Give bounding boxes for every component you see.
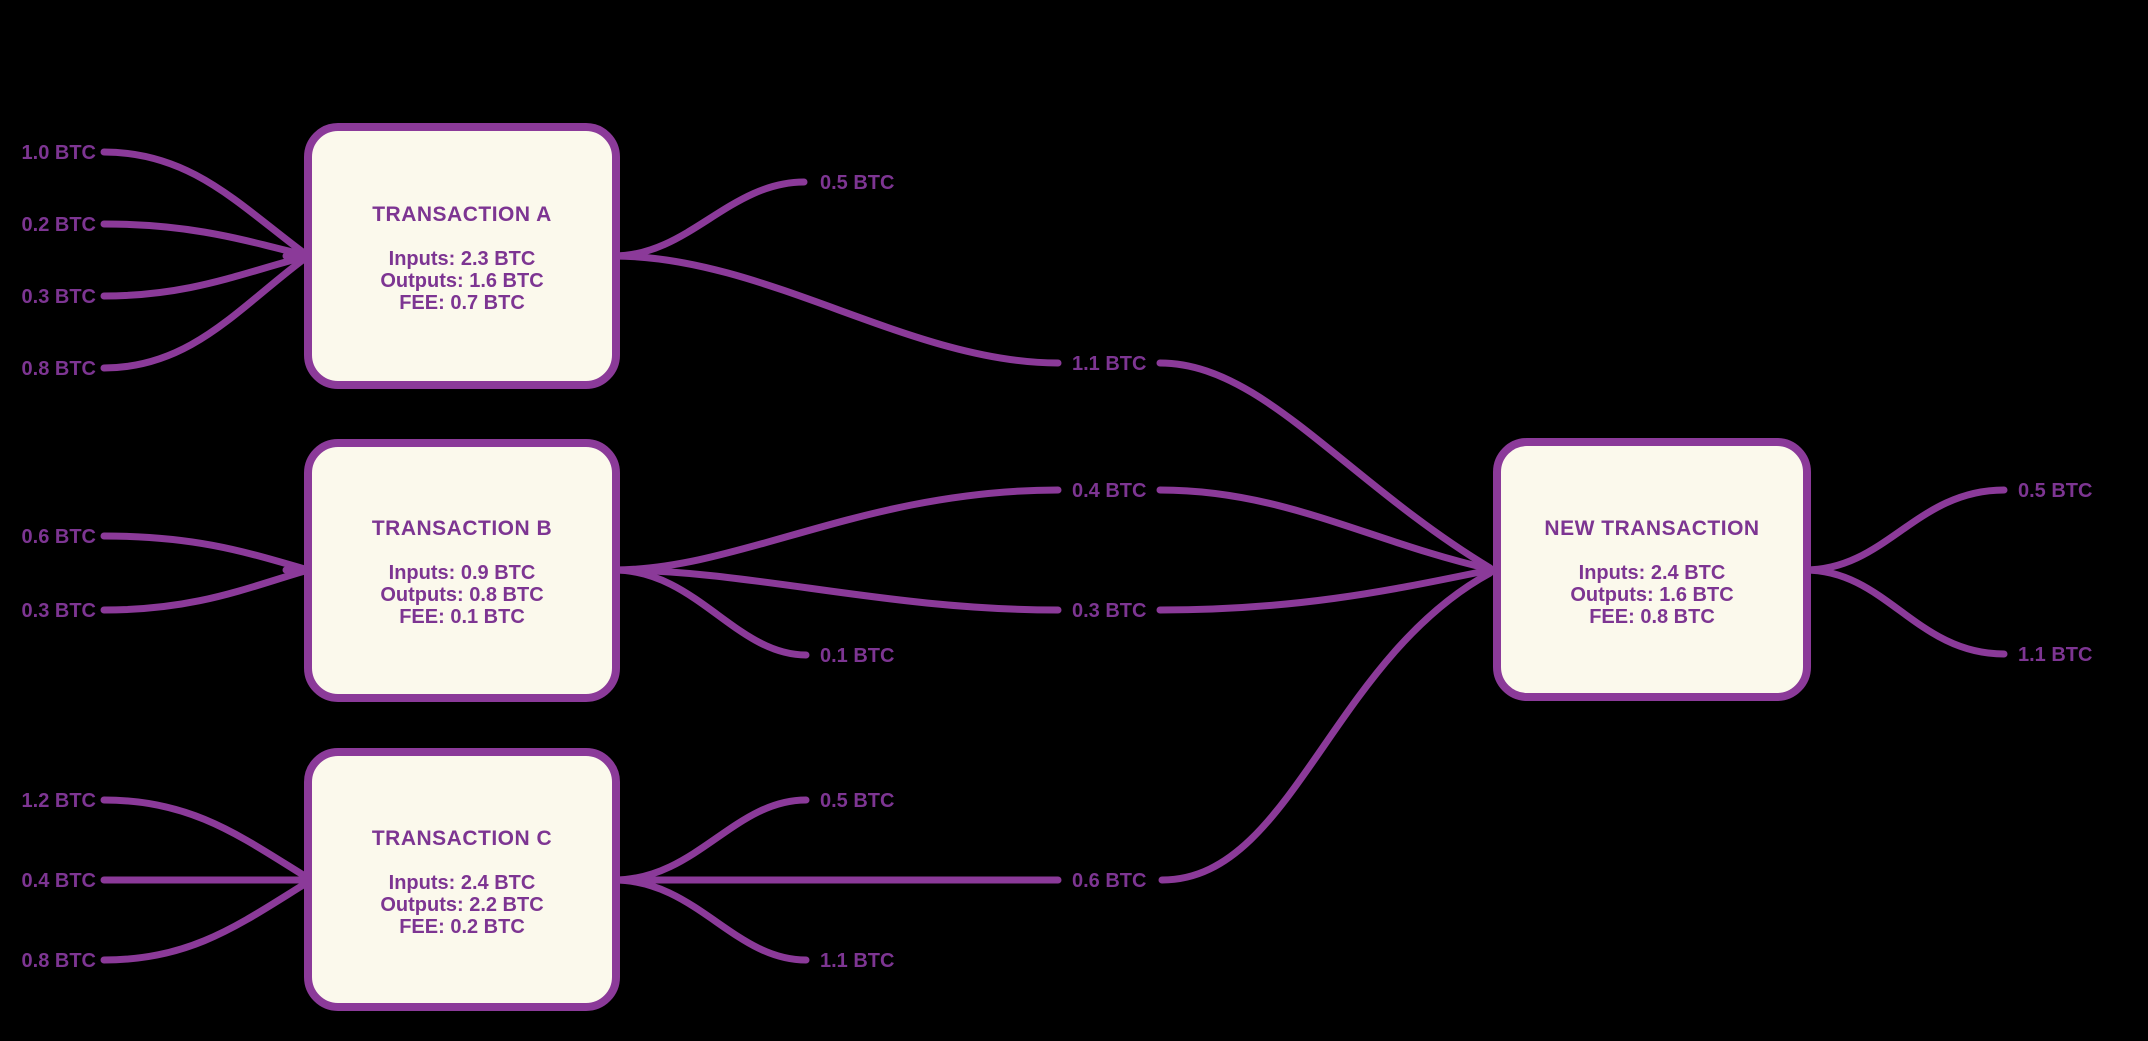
label-tx-c-output-2: 0.6 BTC — [1072, 870, 1146, 892]
label-tx-c-output-1: 0.5 BTC — [820, 790, 894, 812]
label-tx-c-output-3: 1.1 BTC — [820, 950, 894, 972]
node-tx-b: TRANSACTION B Inputs: 0.9 BTC Outputs: 0… — [304, 439, 620, 702]
edges-layer — [100, 148, 2008, 964]
new-tx-title: NEW TRANSACTION — [1544, 517, 1759, 540]
label-tx-a-output-1: 0.5 BTC — [820, 172, 894, 194]
label-tx-c-input-3: 0.8 BTC — [22, 950, 96, 972]
label-tx-b-input-1: 0.6 BTC — [22, 526, 96, 548]
edge-tx-a-output-1.1-seg2 — [1156, 359, 1494, 572]
tx-a-fee: FEE: 0.7 BTC — [399, 292, 525, 314]
edge-new-tx-output-1.1 — [1801, 566, 2008, 658]
edge-tx-b-input-1 — [100, 532, 312, 574]
edge-tx-a-output-1.1-seg1 — [610, 252, 1062, 367]
label-tx-b-output-2: 0.3 BTC — [1072, 600, 1146, 622]
label-tx-a-input-2: 0.2 BTC — [22, 214, 96, 236]
edge-tx-b-output-0.4-seg2 — [1156, 486, 1494, 573]
label-new-tx-output-2: 1.1 BTC — [2018, 644, 2092, 666]
edge-tx-b-output-0.3-seg2 — [1156, 566, 1494, 614]
tx-c-title: TRANSACTION C — [372, 827, 552, 850]
tx-a-box — [304, 123, 620, 389]
tx-b-title: TRANSACTION B — [372, 517, 552, 540]
label-tx-b-output-3: 0.1 BTC — [820, 645, 894, 667]
nodes-layer: TRANSACTION A Inputs: 2.3 BTC Outputs: 1… — [304, 123, 1811, 1011]
edge-labels-layer: 1.0 BTC 0.2 BTC 0.3 BTC 0.8 BTC 0.5 BTC … — [22, 142, 2093, 972]
edge-tx-a-input-1 — [100, 148, 312, 260]
new-tx-inputs-total: Inputs: 2.4 BTC — [1579, 562, 1726, 584]
new-tx-fee: FEE: 0.8 BTC — [1589, 606, 1715, 628]
tx-b-inputs-total: Inputs: 0.9 BTC — [389, 562, 536, 584]
label-tx-b-output-1: 0.4 BTC — [1072, 480, 1146, 502]
label-tx-c-input-2: 0.4 BTC — [22, 870, 96, 892]
label-tx-b-input-2: 0.3 BTC — [22, 600, 96, 622]
label-new-tx-output-1: 0.5 BTC — [2018, 480, 2092, 502]
edge-tx-c-input-3 — [100, 878, 312, 964]
label-tx-a-output-2: 1.1 BTC — [1072, 353, 1146, 375]
label-tx-a-input-1: 1.0 BTC — [22, 142, 96, 164]
tx-c-inputs-total: Inputs: 2.4 BTC — [389, 872, 536, 894]
edge-tx-b-output-0.1 — [610, 566, 810, 659]
label-tx-a-input-3: 0.3 BTC — [22, 286, 96, 308]
edge-tx-b-output-0.4-seg1 — [610, 486, 1062, 574]
tx-b-outputs-total: Outputs: 0.8 BTC — [380, 584, 543, 606]
node-tx-c: TRANSACTION C Inputs: 2.4 BTC Outputs: 2… — [304, 748, 620, 1011]
edge-new-tx-output-0.5 — [1801, 486, 2008, 574]
edge-tx-c-output-0.6-seg2 — [1158, 569, 1494, 884]
new-tx-outputs-total: Outputs: 1.6 BTC — [1570, 584, 1733, 606]
edge-tx-c-input-1 — [100, 796, 312, 882]
edge-tx-c-output-1.1 — [610, 876, 810, 964]
label-tx-a-input-4: 0.8 BTC — [22, 358, 96, 380]
tx-a-title: TRANSACTION A — [372, 203, 552, 226]
tx-c-box — [304, 748, 620, 1011]
edge-tx-a-input-3 — [100, 252, 312, 300]
edge-tx-b-input-2 — [100, 566, 312, 614]
new-tx-box — [1493, 438, 1811, 701]
tx-a-outputs-total: Outputs: 1.6 BTC — [380, 270, 543, 292]
node-new-tx: NEW TRANSACTION Inputs: 2.4 BTC Outputs:… — [1493, 438, 1811, 701]
tx-b-box — [304, 439, 620, 702]
tx-c-outputs-total: Outputs: 2.2 BTC — [380, 894, 543, 916]
tx-b-fee: FEE: 0.1 BTC — [399, 606, 525, 628]
edge-tx-a-input-4 — [100, 252, 312, 372]
tx-c-fee: FEE: 0.2 BTC — [399, 916, 525, 938]
edge-tx-a-input-2 — [100, 220, 312, 260]
node-tx-a: TRANSACTION A Inputs: 2.3 BTC Outputs: 1… — [304, 123, 620, 389]
edge-tx-b-output-0.3-seg1 — [610, 566, 1062, 614]
tx-a-inputs-total: Inputs: 2.3 BTC — [389, 248, 536, 270]
edge-tx-c-output-0.5 — [610, 796, 810, 884]
edge-tx-a-output-0.5 — [610, 178, 808, 260]
label-tx-c-input-1: 1.2 BTC — [22, 790, 96, 812]
